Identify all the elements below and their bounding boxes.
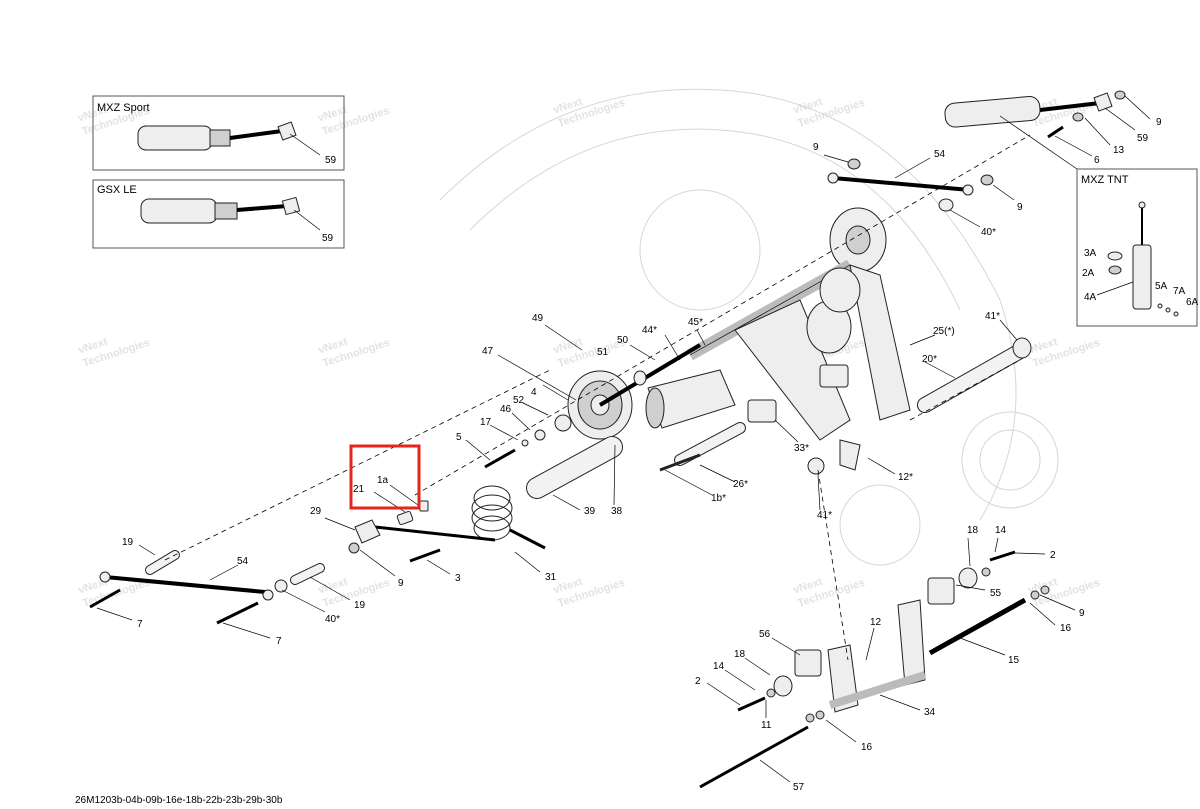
svg-text:20*: 20* <box>922 354 937 365</box>
svg-text:38: 38 <box>611 506 623 517</box>
idler-wheel <box>567 343 702 440</box>
highlight-box <box>349 444 421 510</box>
svg-text:15: 15 <box>1008 655 1020 666</box>
svg-text:45*: 45* <box>688 317 703 328</box>
svg-text:12: 12 <box>870 617 882 628</box>
svg-text:GSX LE: GSX LE <box>97 184 137 196</box>
svg-text:44*: 44* <box>642 325 657 336</box>
document-reference: 26M1203b-04b-09b-16e-18b-22b-23b-29b-30b <box>75 795 283 806</box>
svg-text:MXZ Sport: MXZ Sport <box>97 102 150 114</box>
svg-text:14: 14 <box>995 525 1007 536</box>
svg-text:9: 9 <box>1156 117 1162 128</box>
svg-text:14: 14 <box>713 661 725 672</box>
svg-text:9: 9 <box>1017 202 1023 213</box>
svg-text:29: 29 <box>310 506 322 517</box>
svg-text:11: 11 <box>761 720 772 731</box>
ghost-outline <box>439 88 1059 521</box>
svg-text:4A: 4A <box>1084 292 1097 303</box>
svg-text:6: 6 <box>1094 155 1100 166</box>
svg-text:59: 59 <box>322 233 334 244</box>
shock-absorber <box>944 90 1126 170</box>
svg-text:13: 13 <box>1113 145 1125 156</box>
svg-text:1a: 1a <box>377 475 389 486</box>
svg-text:19: 19 <box>122 537 134 548</box>
svg-text:52: 52 <box>513 395 525 406</box>
svg-text:57: 57 <box>793 782 805 793</box>
svg-text:12*: 12* <box>898 472 913 483</box>
svg-text:19: 19 <box>354 600 366 611</box>
svg-text:17: 17 <box>480 417 492 428</box>
svg-text:49: 49 <box>532 313 544 324</box>
svg-text:9: 9 <box>1079 608 1085 619</box>
svg-text:16: 16 <box>1060 623 1072 634</box>
svg-text:16: 16 <box>861 742 873 753</box>
svg-text:39: 39 <box>584 506 596 517</box>
svg-text:59: 59 <box>1137 133 1149 144</box>
svg-text:56: 56 <box>759 629 771 640</box>
svg-text:7: 7 <box>276 636 282 647</box>
svg-text:7A: 7A <box>1173 286 1186 297</box>
svg-text:55: 55 <box>990 588 1002 599</box>
svg-text:1b*: 1b* <box>711 493 726 504</box>
link-arm-bottom <box>89 550 325 625</box>
svg-text:54: 54 <box>934 149 946 160</box>
svg-text:40*: 40* <box>981 227 996 238</box>
svg-text:5: 5 <box>456 432 462 443</box>
svg-text:50: 50 <box>617 335 629 346</box>
svg-text:33*: 33* <box>794 443 809 454</box>
svg-text:5A: 5A <box>1155 281 1168 292</box>
svg-text:MXZ TNT: MXZ TNT <box>1081 174 1129 186</box>
inset-mxz-sport: MXZ Sport 59 <box>92 95 345 171</box>
svg-text:47: 47 <box>482 346 494 357</box>
spline-tube <box>645 369 736 429</box>
inset-mxz-tnt: MXZ TNT 3A 2A 4A 5A 7A 6A <box>1076 168 1199 327</box>
svg-text:18: 18 <box>967 525 979 536</box>
svg-text:6A: 6A <box>1186 297 1199 308</box>
svg-text:2: 2 <box>1050 550 1056 561</box>
svg-text:9: 9 <box>398 578 404 589</box>
svg-text:21: 21 <box>353 484 365 495</box>
svg-text:41*: 41* <box>817 510 832 521</box>
rear-arm-assembly <box>687 207 911 471</box>
svg-text:51: 51 <box>597 347 609 358</box>
svg-text:4: 4 <box>531 387 537 398</box>
link-arm-top <box>827 158 994 212</box>
svg-text:3A: 3A <box>1084 248 1097 259</box>
torsion-spring <box>374 485 546 550</box>
small-parts-left <box>348 414 572 563</box>
svg-text:7: 7 <box>137 619 143 630</box>
front-arm-assembly <box>699 484 1050 789</box>
svg-text:26*: 26* <box>733 479 748 490</box>
svg-text:40*: 40* <box>325 614 340 625</box>
leader-lines <box>96 95 1151 783</box>
svg-text:41*: 41* <box>985 311 1000 322</box>
svg-text:2A: 2A <box>1082 268 1095 279</box>
dashed-axes <box>164 134 1031 661</box>
svg-text:3: 3 <box>455 573 461 584</box>
svg-text:18: 18 <box>734 649 746 660</box>
callout-labels: 9 59 13 6 9 54 9 40* 41* 25(*) 20* 49 50… <box>122 117 1162 793</box>
svg-text:9: 9 <box>813 142 819 153</box>
svg-text:59: 59 <box>325 155 337 166</box>
svg-text:46: 46 <box>500 404 512 415</box>
svg-text:2: 2 <box>695 676 701 687</box>
svg-text:54: 54 <box>237 556 249 567</box>
svg-text:34: 34 <box>924 707 936 718</box>
svg-text:25(*): 25(*) <box>933 326 955 337</box>
inset-gsx-le: GSX LE 59 <box>92 179 345 249</box>
svg-text:31: 31 <box>545 572 557 583</box>
tubes <box>526 337 1032 499</box>
